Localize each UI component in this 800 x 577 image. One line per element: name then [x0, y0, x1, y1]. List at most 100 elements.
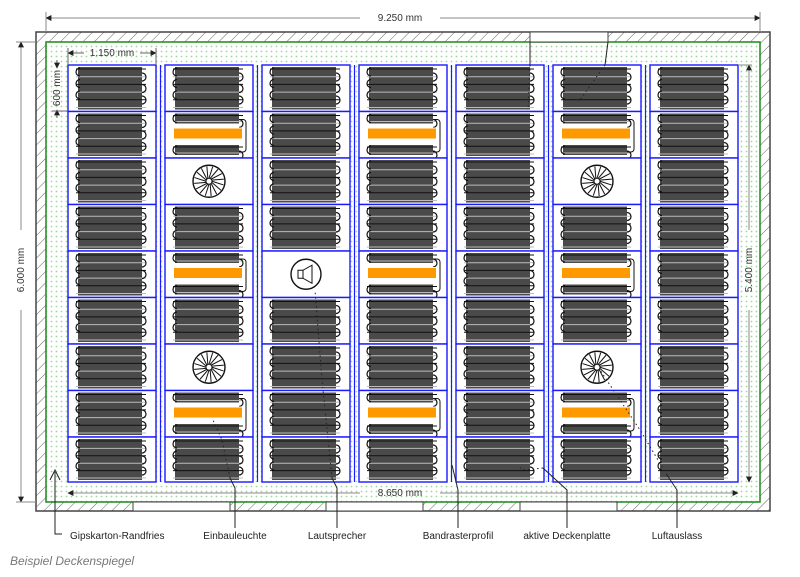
active-ceiling-panel — [164, 64, 254, 113]
legend-label-grid-profile: Bandrasterprofil — [423, 531, 494, 542]
leader-air-outlet — [666, 474, 678, 528]
grid-profile-cell-border — [358, 436, 448, 483]
speaker-cell — [261, 250, 351, 299]
total-height-label: 6.000 mm — [16, 248, 27, 292]
light-cell — [358, 250, 448, 300]
inner-width-label: 8.650 mm — [378, 488, 422, 499]
active-ceiling-panel — [649, 203, 739, 252]
active-ceiling-panel — [67, 157, 157, 206]
air-outlet-icon — [192, 164, 226, 198]
active-ceiling-panel — [261, 110, 351, 159]
recessed-light-icon — [368, 128, 436, 139]
speaker-icon — [290, 258, 322, 290]
active-ceiling-panel — [649, 64, 739, 113]
air-outlet-icon — [580, 350, 614, 384]
grid-profile-cell-border — [649, 436, 739, 483]
wall-openings — [132, 31, 618, 512]
legend: Gipskarton-Randfries Einbauleuchte Lauts… — [70, 531, 702, 542]
active-ceiling-panel — [358, 296, 448, 345]
grid-profile-cell-border — [67, 436, 157, 483]
dimension-inner-width: 8.650 mm — [67, 488, 739, 499]
leader-light-dotted — [211, 417, 231, 479]
panel-width-label: 1.150 mm — [90, 48, 134, 59]
active-ceiling-panel — [358, 64, 448, 113]
panel-column — [552, 64, 642, 483]
active-ceiling-panel — [261, 157, 351, 206]
active-ceiling-panel — [261, 343, 351, 392]
active-ceiling-panel — [649, 250, 739, 299]
active-ceiling-panel — [67, 389, 157, 438]
panel-column — [649, 64, 739, 483]
air-outlet-cell — [164, 157, 254, 206]
total-width-label: 9.250 mm — [378, 13, 422, 24]
active-ceiling-panel — [67, 64, 157, 113]
leader-active-panel — [542, 467, 568, 528]
active-ceiling-panel — [455, 203, 545, 252]
panel-column — [455, 64, 545, 483]
active-ceiling-panel — [67, 296, 157, 345]
recessed-light-icon — [562, 268, 630, 278]
legend-label-active-panel: aktive Deckenplatte — [523, 531, 611, 542]
active-ceiling-panel — [552, 436, 642, 483]
recessed-light-icon — [174, 407, 242, 418]
legend-label-speaker: Lautsprecher — [308, 531, 367, 542]
air-outlet-icon — [192, 350, 226, 384]
leader-light — [229, 477, 236, 528]
active-ceiling-panel — [67, 250, 157, 299]
light-cell — [358, 110, 448, 160]
grid-profile-cell-border — [552, 436, 642, 483]
legend-label-air-outlet: Luftauslass — [652, 531, 703, 542]
light-cell — [358, 389, 448, 439]
active-ceiling-panel — [261, 64, 351, 113]
light-cell — [552, 110, 642, 160]
active-ceiling-panel — [649, 157, 739, 206]
dimension-panel-width: 1.150 mm — [67, 48, 157, 65]
active-ceiling-panel — [649, 343, 739, 392]
active-ceiling-panel — [552, 296, 642, 345]
recessed-light-icon — [368, 407, 436, 418]
air-outlet-icon — [580, 164, 614, 198]
active-ceiling-panel — [261, 389, 351, 438]
active-ceiling-panel — [552, 203, 642, 252]
active-ceiling-panel — [455, 343, 545, 392]
panel-column — [164, 64, 254, 483]
active-ceiling-panel — [67, 343, 157, 392]
active-ceiling-panel — [358, 343, 448, 392]
active-ceiling-panel — [164, 296, 254, 345]
leader-top-right — [604, 41, 609, 66]
panel-column — [67, 64, 157, 483]
active-ceiling-panel — [164, 436, 254, 483]
active-ceiling-panel — [67, 203, 157, 252]
panel-height-label: 600 mm — [52, 70, 63, 106]
leader-speaker-dotted — [314, 289, 333, 479]
active-ceiling-panel — [649, 389, 739, 438]
panel-column — [358, 64, 448, 483]
active-ceiling-panel — [649, 296, 739, 345]
active-ceiling-panel — [261, 296, 351, 345]
active-ceiling-panel — [455, 436, 545, 483]
recessed-light-icon — [368, 268, 436, 278]
recessed-light-icon — [562, 407, 630, 418]
active-ceiling-panel — [67, 436, 157, 483]
active-ceiling-panel — [455, 389, 545, 438]
leader-speaker — [331, 477, 338, 528]
air-outlet-cell — [552, 157, 642, 206]
recessed-light-icon — [174, 128, 242, 139]
leader-grid-profile — [451, 464, 459, 528]
active-ceiling-panel — [261, 203, 351, 252]
legend-leaders — [49, 41, 678, 535]
legend-label-light: Einbauleuchte — [203, 531, 267, 542]
light-cell — [552, 250, 642, 300]
active-ceiling-panel — [552, 64, 642, 113]
active-ceiling-panel — [67, 110, 157, 159]
active-ceiling-panel — [649, 110, 739, 159]
active-ceiling-panel — [455, 250, 545, 299]
dimension-total-height: 6.000 mm — [16, 41, 36, 503]
active-ceiling-panel — [358, 203, 448, 252]
grid-profile-cell-border — [455, 436, 545, 483]
active-ceiling-panel — [455, 110, 545, 159]
active-ceiling-panel — [358, 157, 448, 206]
active-ceiling-panel — [455, 64, 545, 113]
grid-profile-cell-border — [164, 436, 254, 483]
